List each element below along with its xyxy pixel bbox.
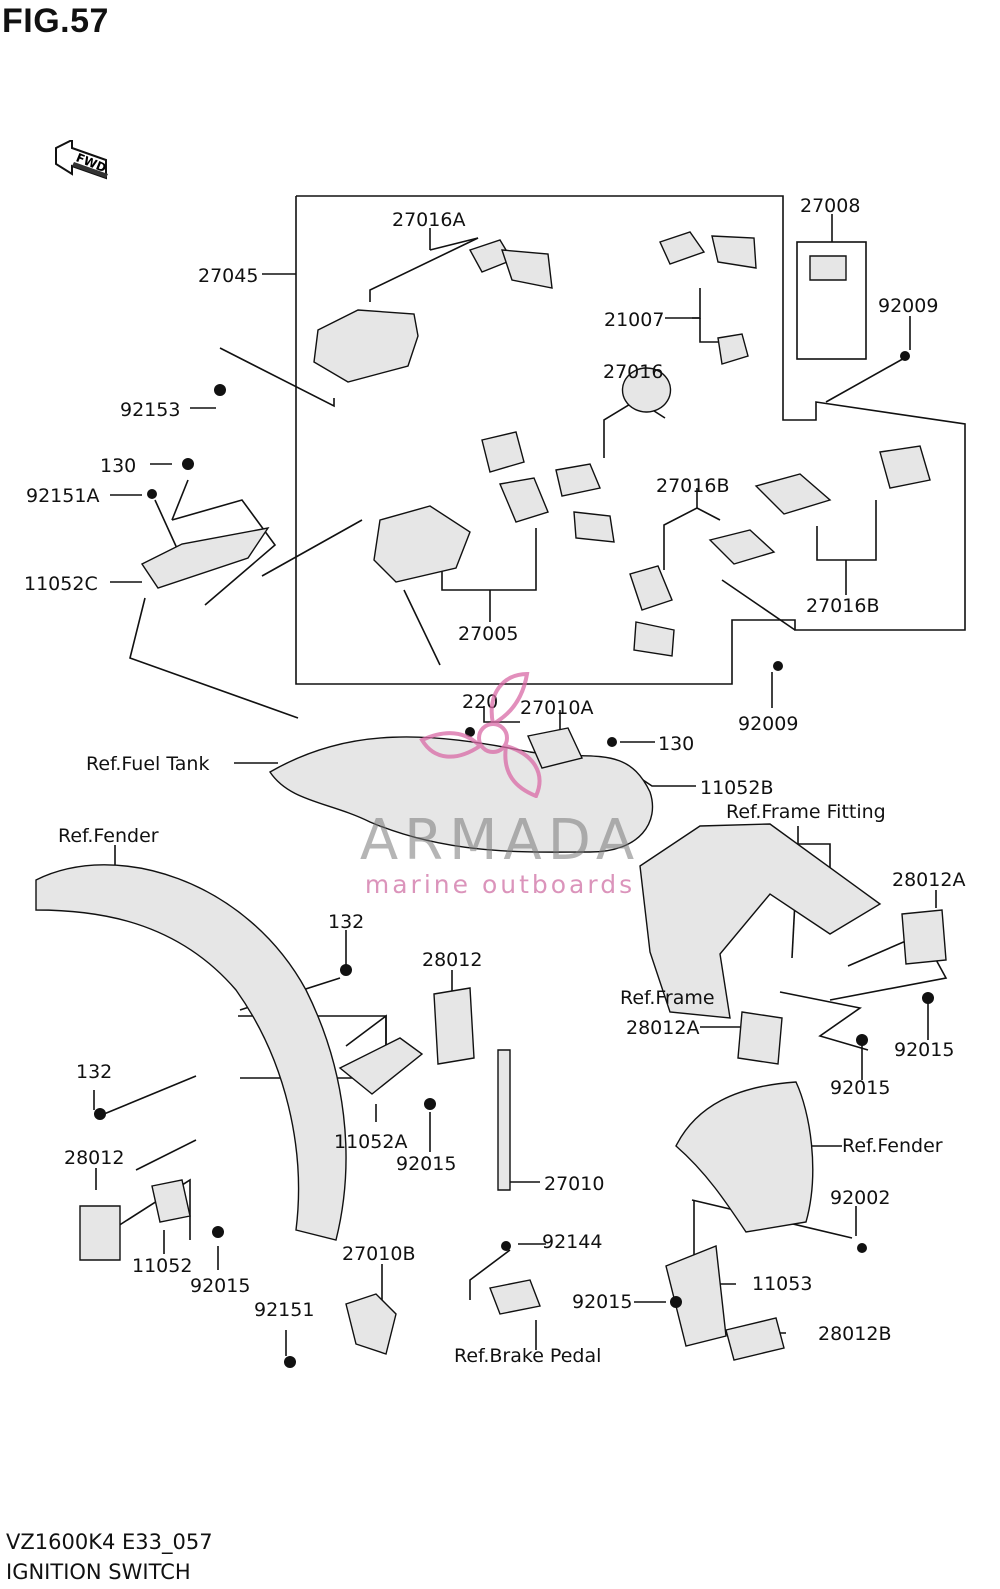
key-21007-2 xyxy=(711,235,757,269)
label-ref-frame-fitting: Ref.Frame Fitting xyxy=(726,801,886,823)
label-92009-mid: 92009 xyxy=(738,713,798,735)
fwd-arrow-icon: FWD xyxy=(55,140,108,180)
key-27005-2 xyxy=(499,477,549,523)
label-27016B-mid: 27016B xyxy=(656,475,729,497)
fuel-tank xyxy=(269,736,654,853)
label-27045: 27045 xyxy=(198,265,258,287)
key-27016B-3 xyxy=(633,621,675,657)
label-92015-midright: 92015 xyxy=(830,1077,890,1099)
label-28012-mid: 28012 xyxy=(422,949,482,971)
label-27005: 27005 xyxy=(458,623,518,645)
label-ref-brake-pedal: Ref.Brake Pedal xyxy=(454,1345,601,1367)
key-cylinder-cover xyxy=(313,309,419,383)
reflector-28012A-right xyxy=(901,909,947,965)
reflector-28012-left xyxy=(79,1205,121,1261)
label-92144: 92144 xyxy=(542,1231,602,1253)
cap-21007 xyxy=(717,333,749,365)
bracket-11052 xyxy=(151,1179,191,1223)
label-ref-fuel-tank: Ref.Fuel Tank xyxy=(86,753,209,775)
label-92153: 92153 xyxy=(120,399,180,421)
label-28012B: 28012B xyxy=(818,1323,891,1345)
key-27016-2 xyxy=(573,511,615,543)
brake-pedal xyxy=(489,1279,541,1315)
label-92015-left: 92015 xyxy=(190,1275,250,1297)
label-21007: 21007 xyxy=(604,309,664,331)
rear-fender xyxy=(675,1081,814,1233)
key-27016A-2 xyxy=(500,249,553,289)
label-11052B: 11052B xyxy=(700,777,773,799)
switch-27010 xyxy=(497,1049,511,1191)
key-21007-1 xyxy=(659,231,706,265)
label-27016A-top: 27016A xyxy=(392,209,465,231)
label-28012-left: 28012 xyxy=(64,1147,124,1169)
front-fender xyxy=(35,864,347,1241)
reflector-28012A-mid xyxy=(737,1011,783,1065)
label-11052A: 11052A xyxy=(334,1131,407,1153)
plate-11053 xyxy=(665,1245,727,1347)
label-27008: 27008 xyxy=(800,195,860,217)
holder-27016B-1 xyxy=(754,473,832,515)
reflector-28012-mid xyxy=(433,987,475,1065)
label-92002: 92002 xyxy=(830,1187,890,1209)
watermark-tagline: marine outboards xyxy=(364,870,636,899)
label-92015-mid: 92015 xyxy=(396,1153,456,1175)
key-27016B-2 xyxy=(629,565,673,611)
label-11053: 11053 xyxy=(752,1273,812,1295)
frame xyxy=(639,823,882,1019)
bracket-11052A xyxy=(338,1037,424,1095)
label-27010: 27010 xyxy=(544,1173,604,1195)
figure-title: FIG.57 xyxy=(2,2,109,40)
label-130-top: 130 xyxy=(100,455,136,477)
label-11052C: 11052C xyxy=(24,573,98,595)
label-92015-bottom: 92015 xyxy=(572,1291,632,1313)
key-27016-1 xyxy=(555,463,601,497)
label-27016: 27016 xyxy=(603,361,663,383)
switch-27010A xyxy=(527,727,583,769)
label-92015-right: 92015 xyxy=(894,1039,954,1061)
assembly-frame xyxy=(295,195,966,685)
label-130-mid: 130 xyxy=(658,733,694,755)
ignition-switch-27005 xyxy=(373,505,471,583)
label-132-top: 132 xyxy=(328,911,364,933)
propeller-logo-icon xyxy=(419,671,542,798)
holder-27016B-2 xyxy=(708,529,776,565)
label-27010A: 27010A xyxy=(520,697,593,719)
watermark-brand: ARMADA xyxy=(359,808,641,873)
key-27008 xyxy=(809,255,847,281)
label-ref-fender-right: Ref.Fender xyxy=(842,1135,943,1157)
label-220: 220 xyxy=(462,691,498,713)
label-92151A: 92151A xyxy=(26,485,99,507)
model-code: VZ1600K4 E33_057 xyxy=(6,1530,213,1554)
lock-27016 xyxy=(621,367,672,413)
label-92151: 92151 xyxy=(254,1299,314,1321)
label-92009-top: 92009 xyxy=(878,295,938,317)
label-27010B: 27010B xyxy=(342,1243,415,1265)
label-27016B-right: 27016B xyxy=(806,595,879,617)
key-27005-1 xyxy=(481,431,525,473)
key-27016B-1 xyxy=(879,445,931,489)
reflector-28012B xyxy=(725,1317,785,1361)
label-28012A-mid: 28012A xyxy=(626,1017,699,1039)
label-ref-frame: Ref.Frame xyxy=(620,987,715,1009)
section-title: IGNITION SWITCH xyxy=(6,1560,191,1584)
switch-27010B xyxy=(345,1293,397,1355)
label-28012A-right: 28012A xyxy=(892,869,965,891)
label-11052: 11052 xyxy=(132,1255,192,1277)
label-132-left: 132 xyxy=(76,1061,112,1083)
bracket-11052C xyxy=(140,527,270,589)
label-ref-fender-left: Ref.Fender xyxy=(58,825,159,847)
